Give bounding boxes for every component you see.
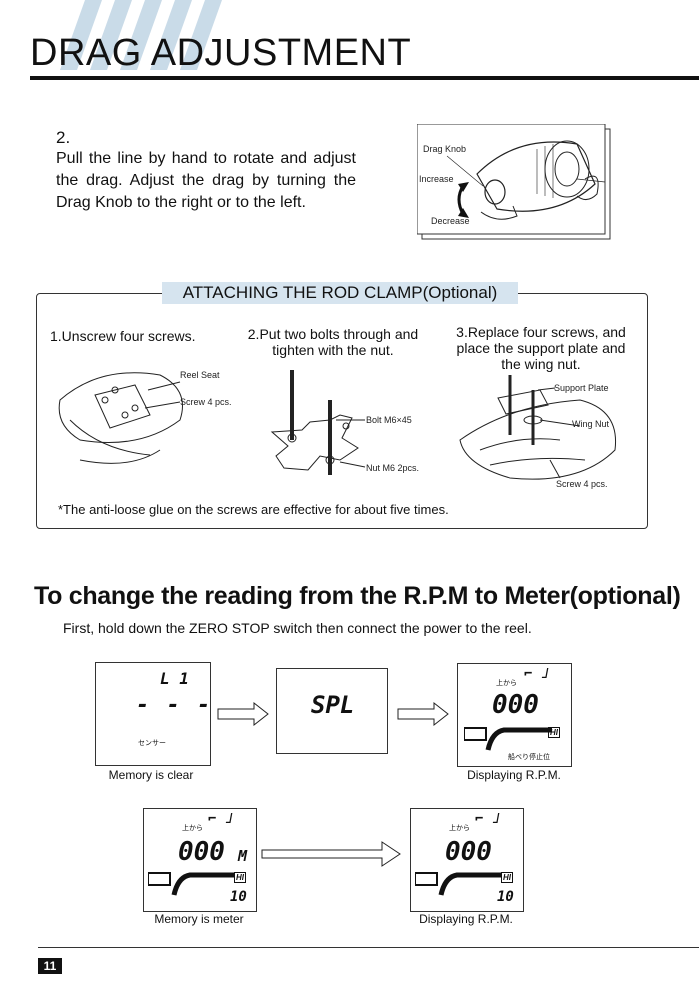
arrow-right-icon [217,701,269,727]
display-5-bottom: 10 [497,889,514,905]
title-rule [30,76,699,80]
display-2-text: SPL [311,691,355,719]
display-5-bar-graph [415,872,501,896]
screw-label-3: Screw 4 pcs. [556,479,608,489]
caption-memory-meter: Memory is meter [154,912,244,926]
display-4-bar-graph [148,872,234,896]
display-rpm-2: 上から ⌐ ˩ 000 HI 10 [410,808,524,912]
drag-knob-label: Drag Knob [423,144,467,154]
display-4-digits: 000 [178,837,225,867]
display-1-dashes: - - - [136,693,213,718]
screw-label-1: Screw 4 pcs. [180,397,232,407]
display-5-hi-badge: HI [501,872,513,883]
rod-clamp-title-background [162,282,518,304]
clamp-step-3: 3.Replace four screws, and place the sup… [456,324,626,372]
display-5-bracket: ⌐ ˩ [475,811,501,827]
clamp-step-1: 1.Unscrew four screws. [50,328,196,344]
caption-rpm-2: Displaying R.P.M. [419,912,513,926]
display-memory-meter: 上から ⌐ ˩ 000 M HI 10 [143,808,257,912]
display-1-small-text: センサー [138,740,166,747]
display-4-top-small: 上から [182,825,203,832]
display-3-hi-badge: HI [548,727,560,738]
page-number: 11 [38,958,62,974]
arrow-right-long-icon [261,841,401,867]
support-plate-figure [459,375,617,480]
wing-nut-label: Wing Nut [572,419,610,429]
rod-clamp-title: ATTACHING THE ROD CLAMP(Optional) [182,283,498,302]
step-text: Pull the line by hand to rotate and adju… [56,150,356,211]
decrease-label: Decrease [431,216,470,226]
rod-clamp-illustrations [58,370,617,480]
display-4-unit: M [238,847,248,865]
display-3-bar-graph [464,727,552,751]
rpm-meter-heading: To change the reading from the R.P.M to … [34,582,681,610]
drag-knob-illustration [416,123,611,240]
display-spl: SPL [276,668,388,754]
display-3-bracket: ⌐ ˩ [524,666,550,682]
caption-memory-clear: Memory is clear [108,768,194,782]
reel-seat-figure [58,372,183,464]
display-1-top: L 1 [160,669,189,688]
display-rpm-1: 上から ⌐ ˩ 000 HI 船べり停止位 [457,663,572,767]
display-5-top-small: 上から [449,825,470,832]
display-3-digits: 000 [492,690,539,720]
display-memory-clear: L 1 - - - センサー [95,662,211,766]
caption-rpm-1: Displaying R.P.M. [467,768,561,782]
display-5-digits: 000 [445,837,492,867]
display-4-hi-badge: HI [234,872,246,883]
display-4-bottom: 10 [230,889,247,905]
increase-label: Increase [419,174,454,184]
display-4-bracket: ⌐ ˩ [208,811,234,827]
arrow-right-icon [397,701,449,727]
support-plate-label: Support Plate [554,383,609,393]
bolt-plate-figure [270,370,366,475]
bolt-label: Bolt M6×45 [366,415,412,425]
rod-clamp-note: *The anti-loose glue on the screws are e… [58,502,449,517]
rpm-meter-instruction: First, hold down the ZERO STOP switch th… [63,620,532,636]
footer-rule [38,947,699,948]
display-3-small-text: 船べり停止位 [508,754,550,761]
nut-label: Nut M6 2pcs. [366,463,420,473]
reel-seat-label: Reel Seat [180,370,220,380]
display-3-top-small: 上から [496,680,517,687]
step-number: 2. [56,128,71,147]
clamp-step-2: 2.Put two bolts through and tighten with… [247,326,419,358]
drag-knob-figure: Drag Knob Increase Decrease [416,123,615,242]
header-stripes [60,0,222,70]
page-title: DRAG ADJUSTMENT [30,32,412,74]
